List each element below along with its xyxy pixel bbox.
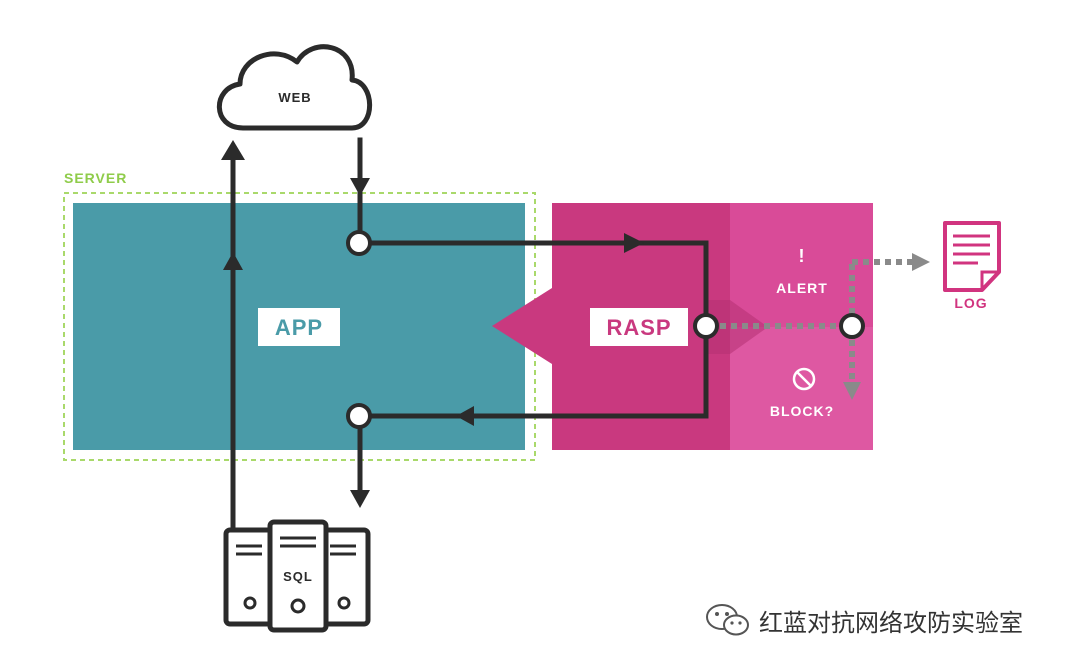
node-app-out: [346, 403, 372, 429]
block-arrowhead: [843, 382, 861, 400]
wechat-icon: [706, 604, 749, 636]
watermark-text: 红蓝对抗网络攻防实验室: [759, 608, 1023, 637]
node-app-in: [346, 230, 372, 256]
sql-label: SQL: [283, 569, 313, 584]
sql-servers-icon: [223, 519, 371, 633]
alert-icon: !: [799, 246, 806, 266]
app-label: APP: [275, 315, 323, 340]
app-label-box: [258, 308, 340, 346]
log-arrowhead: [912, 253, 930, 271]
decision-dotted-paths: [720, 259, 912, 382]
request-flow-lines: [230, 137, 709, 531]
watermark: 红蓝对抗网络攻防实验室: [705, 600, 1023, 640]
rasp-pointer: [492, 288, 552, 364]
block-label: BLOCK?: [770, 403, 834, 419]
rasp-label: RASP: [606, 315, 671, 340]
rasp-label-box: [590, 308, 688, 346]
log-document-icon: [943, 221, 1001, 292]
cloud-icon: [216, 44, 373, 131]
node-decision: [839, 313, 865, 339]
log-label: LOG: [954, 295, 987, 311]
web-label: WEB: [278, 90, 311, 105]
server-label: SERVER: [64, 170, 127, 186]
flow-arrowheads: [221, 140, 644, 508]
alert-label: ALERT: [776, 280, 828, 296]
block-icon: [792, 367, 816, 391]
flow-nodes: [346, 230, 865, 429]
node-rasp: [693, 313, 719, 339]
